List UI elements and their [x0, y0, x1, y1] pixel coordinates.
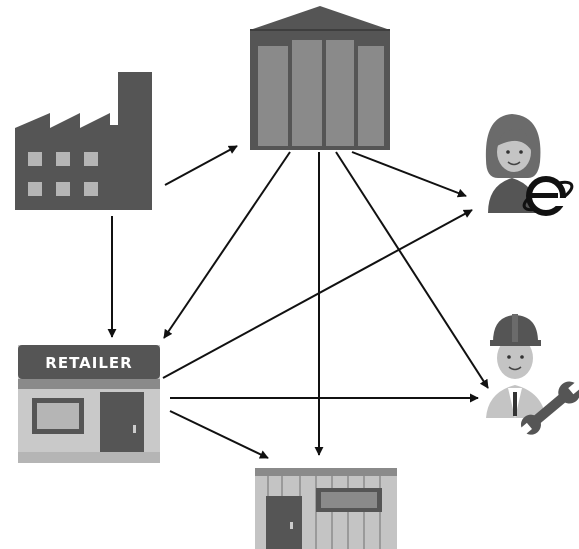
arrow-warehouse-to-retailer — [163, 151, 291, 339]
factory-icon — [15, 72, 152, 210]
retailer-store-icon: RETAILER — [18, 345, 160, 463]
arrow-retailer-to-online-customer — [162, 209, 473, 379]
arrows — [107, 145, 489, 459]
arrow-retailer-to-shop — [169, 410, 269, 459]
wrench-icon — [517, 380, 579, 437]
warehouse-icon — [250, 6, 390, 150]
browser-icon — [522, 176, 574, 216]
retailer-sign-text: RETAILER — [45, 354, 132, 372]
shop-icon — [255, 468, 397, 549]
arrow-warehouse-to-technician — [335, 151, 489, 389]
woman-with-browser-icon — [485, 114, 574, 216]
worker-with-wrench-icon — [486, 314, 579, 437]
arrow-warehouse-to-online-customer — [351, 151, 467, 198]
arrow-factory-to-warehouse — [164, 145, 238, 186]
